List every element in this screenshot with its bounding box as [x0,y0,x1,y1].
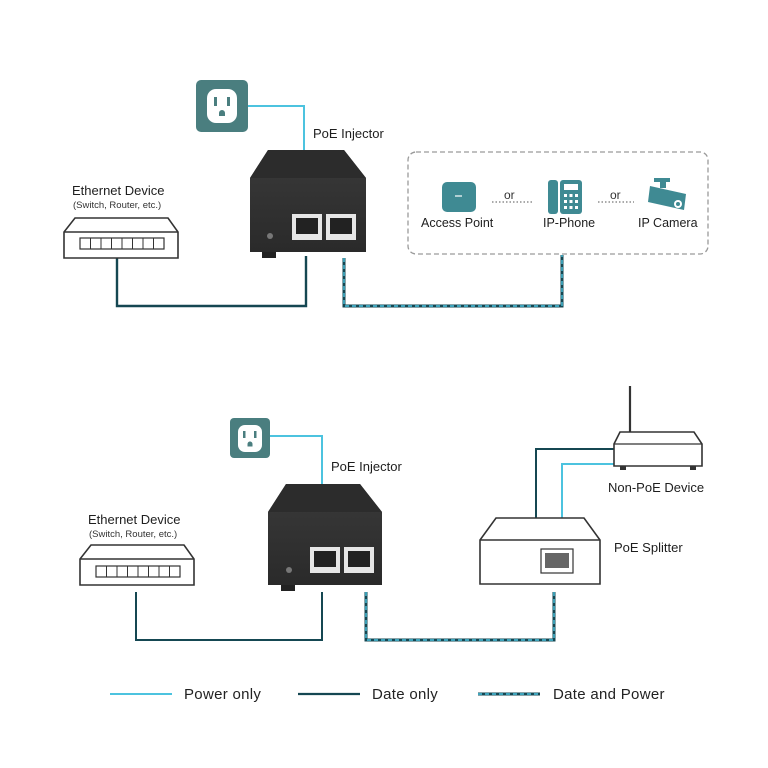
ip-camera-label: IP Camera [638,216,698,230]
power-cable-2 [270,435,323,484]
or-label-2: or [610,188,621,202]
power-outlet-icon [230,418,270,458]
legend-data-only-label: Date only [372,686,439,703]
data-power-cable-2 [364,592,556,642]
data-cable-2 [135,592,323,641]
poe-splitter [479,517,601,585]
data-cable-1 [115,256,308,308]
ip-phone-label: IP-Phone [543,216,596,230]
ethernet-label-1: Ethernet Device [72,183,165,198]
diagram-1 [63,80,709,308]
injector-label-2: PoE Injector [331,459,402,474]
diagram-2 [79,386,703,642]
legend-power-only-label: Power only [184,686,262,703]
data-cable-3 [535,448,616,518]
ethernet-sub-2: (Switch, Router, etc.) [89,529,178,540]
non-poe-label: Non-PoE Device [608,480,705,495]
or-label-1: or [504,188,515,202]
ip-camera-icon [648,178,686,210]
splitter-label: PoE Splitter [614,540,683,555]
data-power-cable-1 [342,255,564,308]
ethernet-sub-1: (Switch, Router, etc.) [73,200,162,211]
legend-data-power-label: Date and Power [553,686,665,703]
injector-label-1: PoE Injector [313,126,384,141]
poe-injector-1 [250,150,366,258]
ip-phone-icon [548,180,582,214]
ethernet-switch-2 [79,544,195,586]
ethernet-label-2: Ethernet Device [88,512,181,527]
ethernet-switch-1 [63,217,179,259]
access-point-label: Access Point [421,216,494,230]
power-cable-1 [248,105,305,150]
poe-injector-2 [268,484,382,591]
non-poe-router [613,386,703,470]
power-outlet-icon [196,80,248,132]
power-cable-3 [561,463,616,518]
access-point-icon [442,182,476,212]
